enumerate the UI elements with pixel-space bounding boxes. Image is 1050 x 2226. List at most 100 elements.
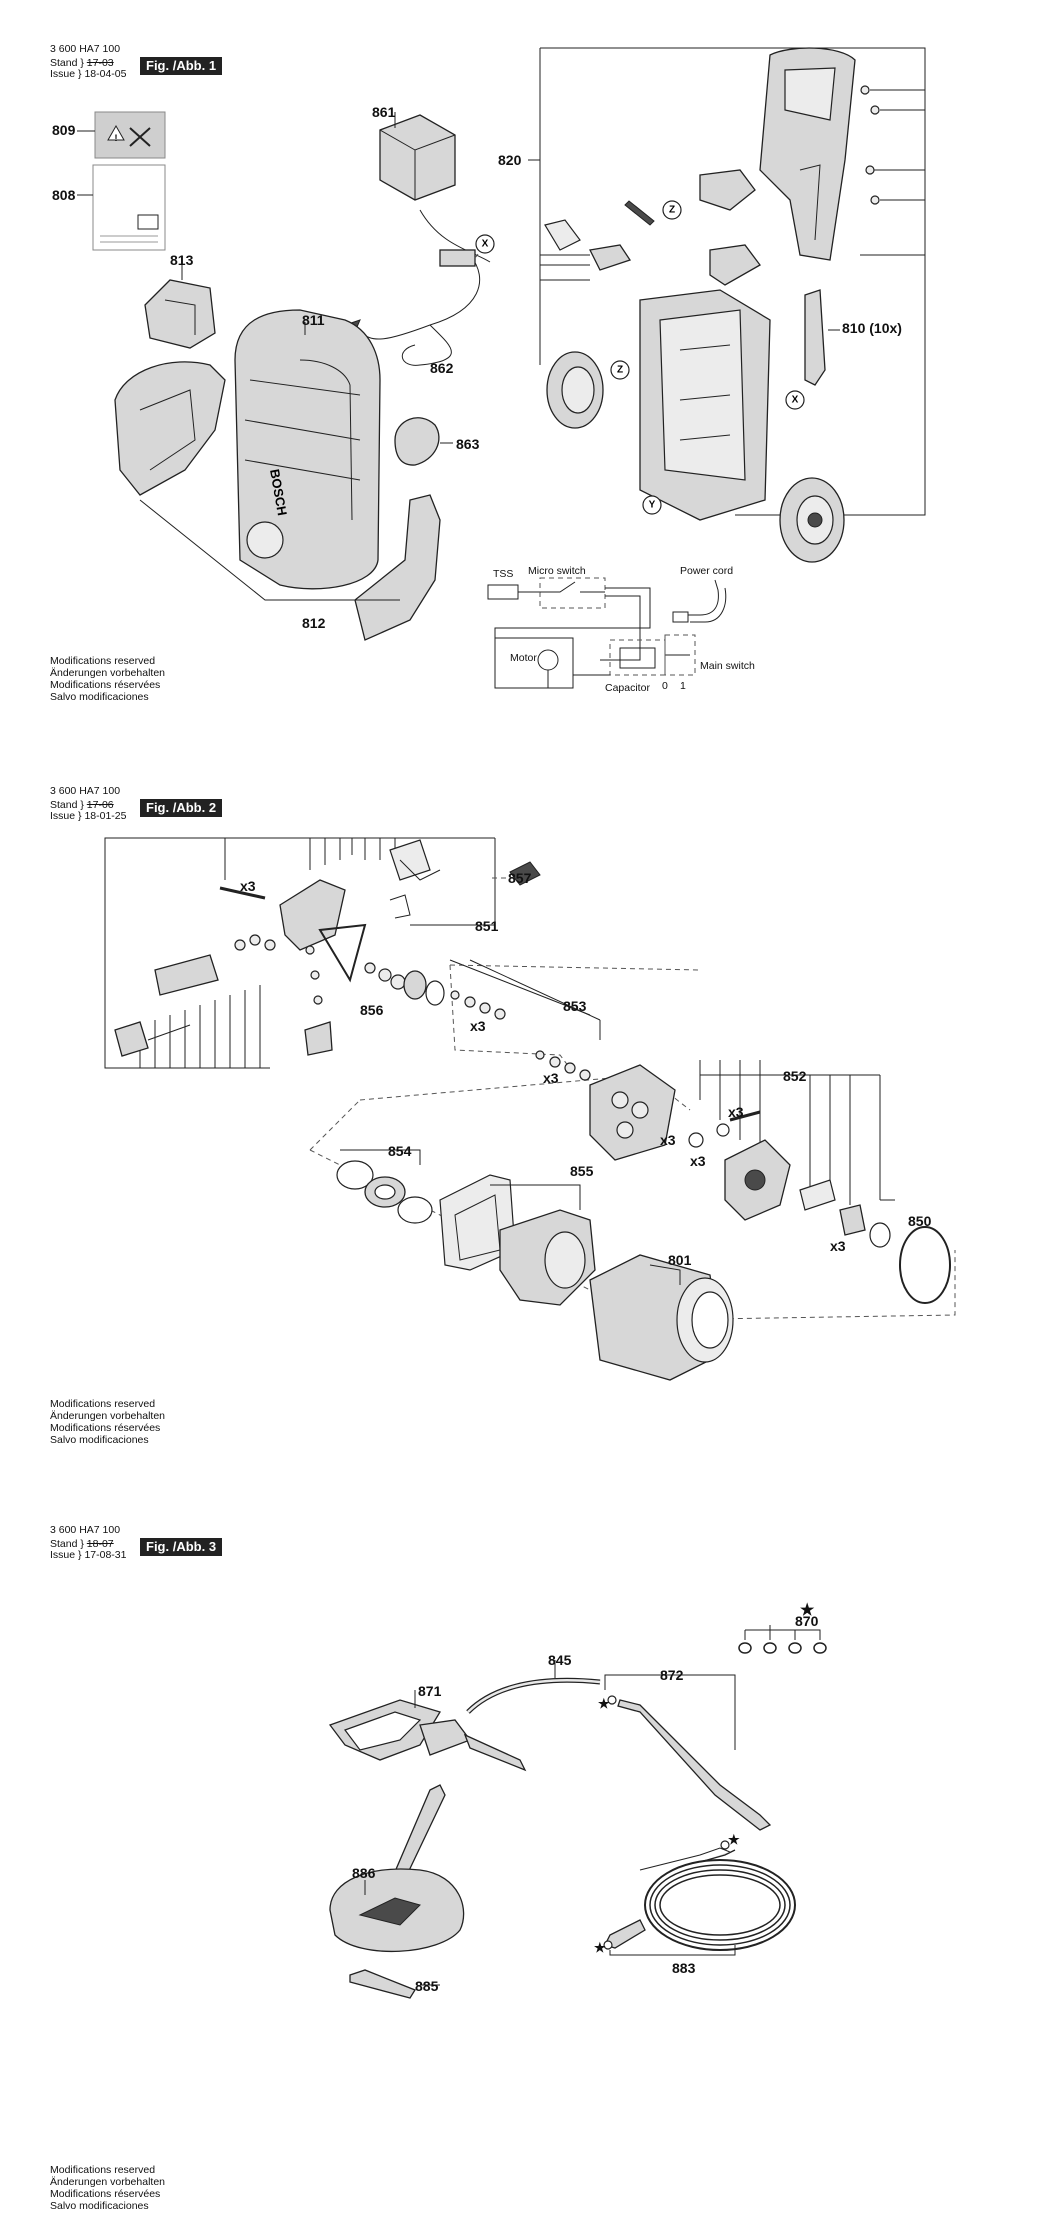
clip-part xyxy=(709,244,761,286)
wiring-switch-0: 0 xyxy=(662,680,668,692)
micro-switch-box xyxy=(539,577,606,609)
left-cover-part xyxy=(114,361,226,496)
main-switch-box xyxy=(664,634,696,676)
label-809: 809 xyxy=(52,122,76,138)
figure-badge: Fig. /Abb. 1 xyxy=(140,57,223,75)
star-883-bottom: ★ xyxy=(594,1940,606,1955)
issue-label: Issue xyxy=(50,68,76,80)
fitting-part xyxy=(114,1021,149,1057)
bracket-part xyxy=(699,169,756,211)
figure-1-drawing: ! X BOSCH xyxy=(77,47,926,689)
multiplier-x3-5: x3 xyxy=(690,1153,706,1169)
wiring-capacitor: Capacitor xyxy=(605,682,650,694)
washer-part xyxy=(336,1160,374,1190)
motor-box xyxy=(494,637,574,689)
label-856: 856 xyxy=(360,1002,384,1018)
wiring-main-switch: Main switch xyxy=(700,660,755,672)
cap-857-part xyxy=(509,861,541,886)
wiring-micro-switch: Micro switch xyxy=(528,565,586,577)
wiring-motor: Motor xyxy=(510,652,537,664)
label-850: 850 xyxy=(908,1213,932,1229)
multiplier-x3-7: x3 xyxy=(830,1238,846,1254)
clip-810-part xyxy=(804,289,826,386)
issue-value: 18-04-05 xyxy=(84,68,127,80)
wiring-switch-1: 1 xyxy=(680,680,686,692)
header-code: 3 600 HA7 100 xyxy=(50,43,121,55)
label-862: 862 xyxy=(430,360,454,376)
callout-z-2: Z xyxy=(617,365,623,376)
header-code-2: 3 600 HA7 100 xyxy=(50,785,121,797)
cross-icon xyxy=(129,127,151,147)
callout-x-2: X xyxy=(792,395,799,406)
label-808: 808 xyxy=(52,187,76,203)
callout-y: Y xyxy=(649,500,656,511)
label-811: 811 xyxy=(302,312,325,328)
adapter-885-part xyxy=(349,1969,416,1999)
label-812: 812 xyxy=(302,615,326,631)
star-870: ★ xyxy=(800,1602,815,1619)
valve-body-part xyxy=(279,879,346,951)
multiplier-x3-2: x3 xyxy=(470,1018,486,1034)
knob-part xyxy=(394,417,440,466)
label-883: 883 xyxy=(672,1960,696,1976)
lance-872-part xyxy=(617,1699,772,1831)
figure-badge-2: Fig. /Abb. 2 xyxy=(140,799,223,817)
bottom-cover-part xyxy=(354,494,441,641)
label-845: 845 xyxy=(548,1652,572,1668)
header-stand: Stand } 17-03 xyxy=(50,57,114,69)
header-issue: Issue } 18-04-05 xyxy=(50,68,127,80)
star-872: ★ xyxy=(598,1696,610,1711)
callout-z-1: Z xyxy=(669,205,675,216)
label-861: 861 xyxy=(372,104,396,120)
label-810: 810 (10x) xyxy=(842,320,902,336)
stand-value: 17-03 xyxy=(86,57,114,69)
multiplier-x3-6: x3 xyxy=(728,1104,744,1120)
gun-barrel-part xyxy=(463,1733,527,1772)
warning-label-part xyxy=(94,111,166,159)
label-857: 857 xyxy=(508,870,532,886)
label-852: 852 xyxy=(783,1068,807,1084)
label-855: 855 xyxy=(570,1163,594,1179)
label-820: 820 xyxy=(498,152,522,168)
label-851: 851 xyxy=(475,918,499,934)
header-stand-2: Stand } 17-06 xyxy=(50,799,114,811)
callout-x-1: X xyxy=(482,239,489,250)
label-853: 853 xyxy=(563,998,587,1014)
label-872: 872 xyxy=(660,1667,684,1683)
figure-2-drawing xyxy=(104,837,956,1381)
hose-coil-part xyxy=(644,1859,796,1951)
lever-part xyxy=(589,244,632,271)
header-issue-2: Issue } 18-01-25 xyxy=(50,810,127,822)
valve-part xyxy=(304,1021,333,1056)
exclamation-glyph: ! xyxy=(115,133,118,143)
multiplier-x3-1: x3 xyxy=(240,878,256,894)
label-854: 854 xyxy=(388,1143,412,1159)
handle-part-813 xyxy=(144,279,216,349)
main-housing-part xyxy=(234,309,381,590)
cylinder-part xyxy=(154,954,219,996)
stand-label: Stand xyxy=(50,57,78,69)
o-ring-part xyxy=(899,1226,951,1304)
warning-triangle-icon xyxy=(107,124,125,141)
multiplier-x3-4: x3 xyxy=(660,1132,676,1148)
star-883-top: ★ xyxy=(728,1832,740,1847)
label-885: 885 xyxy=(415,1978,439,1994)
header-issue-3: Issue } 17-08-31 xyxy=(50,1549,127,1561)
label-863: 863 xyxy=(456,436,480,452)
wiring-tss: TSS xyxy=(493,568,514,580)
figure-badge-3: Fig. /Abb. 3 xyxy=(140,1538,223,1556)
header-stand-3: Stand } 18-07 xyxy=(50,1538,114,1550)
label-870: 870 xyxy=(795,1613,819,1629)
label-871: 871 xyxy=(418,1683,442,1699)
multiplier-x3-3: x3 xyxy=(543,1070,559,1086)
label-813: 813 xyxy=(170,252,194,268)
label-801: 801 xyxy=(668,1252,692,1268)
switch-box-part xyxy=(379,114,456,201)
label-886: 886 xyxy=(352,1865,376,1881)
header-code-3: 3 600 HA7 100 xyxy=(50,1524,121,1536)
wiring-power-cord: Power cord xyxy=(680,565,734,577)
